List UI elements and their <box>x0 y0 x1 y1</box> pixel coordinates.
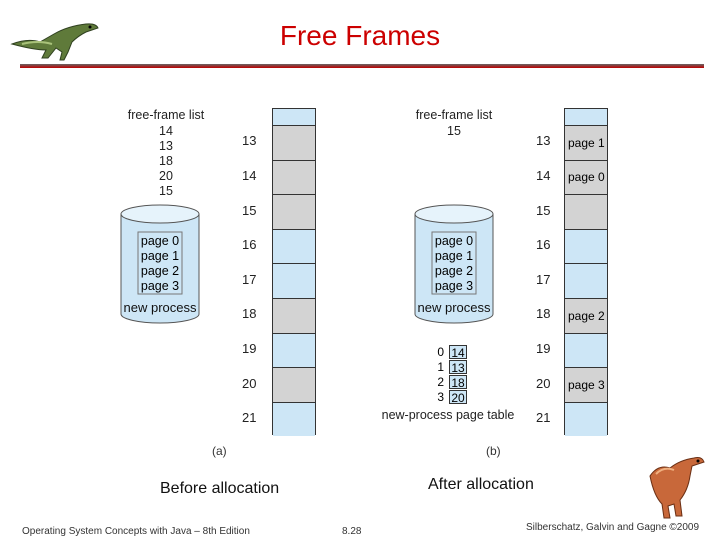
free-frame-entry: 14 <box>159 124 173 138</box>
memory-frame <box>273 194 315 229</box>
frame-number: 18 <box>242 306 257 322</box>
disk-page: page 1 <box>434 249 474 263</box>
footer-copyright: Silberschatz, Galvin and Gagne ©2009 <box>526 522 700 533</box>
frame-number: 15 <box>242 202 257 218</box>
page-table-title: new-process page table <box>381 408 515 422</box>
memory-frame <box>565 228 607 264</box>
memory-frame <box>273 125 315 160</box>
disk-page: page 0 <box>434 234 474 248</box>
free-frame-entry: 15 <box>159 184 173 198</box>
free-frame-entry: 13 <box>159 139 173 153</box>
page-table-entry: 20 <box>449 390 467 405</box>
before-allocation-label: Before allocation <box>160 480 280 497</box>
frame-number: 17 <box>536 271 551 287</box>
frame-number: 14 <box>536 167 551 183</box>
memory-frame <box>565 194 607 229</box>
frame-number: 20 <box>536 375 551 391</box>
free-frame-list-title-a: free-frame list <box>127 108 205 122</box>
memory-frame <box>565 401 607 437</box>
free-frame-list-b: 15 <box>404 124 504 138</box>
dinosaur-logo-right <box>649 457 705 519</box>
memory-frame: page 2 <box>565 298 607 333</box>
frame-number: 21 <box>536 410 551 426</box>
memory-frame <box>273 367 315 402</box>
disk-cylinder-icon <box>414 204 494 324</box>
disk-page: page 0 <box>140 234 180 248</box>
frame-number: 19 <box>536 340 551 356</box>
page-table-entry: 18 <box>449 375 467 390</box>
footer-slide-number: 8.28 <box>342 526 362 537</box>
frame-column <box>272 108 316 437</box>
memory-frame: page 3 <box>565 367 607 402</box>
disk-page: page 2 <box>140 264 180 278</box>
frame-number: 15 <box>536 202 551 218</box>
page-table-entry: 14 <box>449 345 467 360</box>
frame-number: 14 <box>242 167 257 183</box>
frame-number: 16 <box>242 237 257 253</box>
page-table: 0 1 2 3 14 13 18 20 <box>432 344 472 406</box>
frame-number: 18 <box>536 306 551 322</box>
frame-number: 20 <box>242 375 257 391</box>
memory-frame <box>273 332 315 368</box>
disk-page: page 2 <box>434 264 474 278</box>
frame-number: 17 <box>242 271 257 287</box>
disk-page: page 3 <box>434 279 474 293</box>
caption-a: (a) <box>212 444 227 458</box>
footer-book-title: Operating System Concepts with Java – 8t… <box>22 526 250 537</box>
memory-frame: page 1 <box>565 125 607 160</box>
disk-page: page 3 <box>140 279 180 293</box>
free-frame-entry: 15 <box>447 124 461 138</box>
new-process-disk-b: page 0 page 1 page 2 page 3 new process <box>414 204 494 324</box>
memory-frame <box>273 228 315 264</box>
memory-frame <box>273 401 315 437</box>
frame-number: 13 <box>242 133 257 149</box>
page-table-entry: 13 <box>449 360 467 375</box>
page-table-index: 3 <box>437 390 444 404</box>
memory-frame: page 0 <box>565 159 607 195</box>
frame-number: 13 <box>536 133 551 149</box>
page-table-index: 2 <box>437 375 444 389</box>
disk-cylinder-icon <box>120 204 200 324</box>
frame-number: 21 <box>242 410 257 426</box>
disk-label-b: new process <box>417 300 491 315</box>
free-frame-entry: 18 <box>159 154 173 168</box>
free-frames-figure: free-frame list 14 13 18 20 15 page 0 pa… <box>112 104 608 460</box>
after-allocation-label: After allocation <box>428 476 534 493</box>
page-table-index: 1 <box>437 360 444 374</box>
disk-label-a: new process <box>123 300 197 315</box>
memory-frame <box>273 298 315 333</box>
dinosaur-logo-left <box>10 23 99 61</box>
free-frame-entry: 20 <box>159 169 173 183</box>
free-frame-list-a: 14 13 18 20 15 <box>116 124 216 199</box>
page-table-index: 0 <box>437 345 444 359</box>
frame-number: 19 <box>242 340 257 356</box>
memory-frame <box>273 159 315 195</box>
free-frame-list-title-b: free-frame list <box>415 108 493 122</box>
memory-frame <box>565 263 607 298</box>
new-process-disk-a: page 0 page 1 page 2 page 3 new process <box>120 204 200 324</box>
title-underline <box>20 64 704 68</box>
memory-frame <box>565 332 607 368</box>
frame-number: 16 <box>536 237 551 253</box>
caption-b: (b) <box>486 444 501 458</box>
disk-page: page 1 <box>140 249 180 263</box>
memory-frame <box>273 263 315 298</box>
slide-title: Free Frames <box>279 20 441 51</box>
physical-memory-a: 13 14 15 16 17 18 19 20 21 <box>242 108 318 437</box>
